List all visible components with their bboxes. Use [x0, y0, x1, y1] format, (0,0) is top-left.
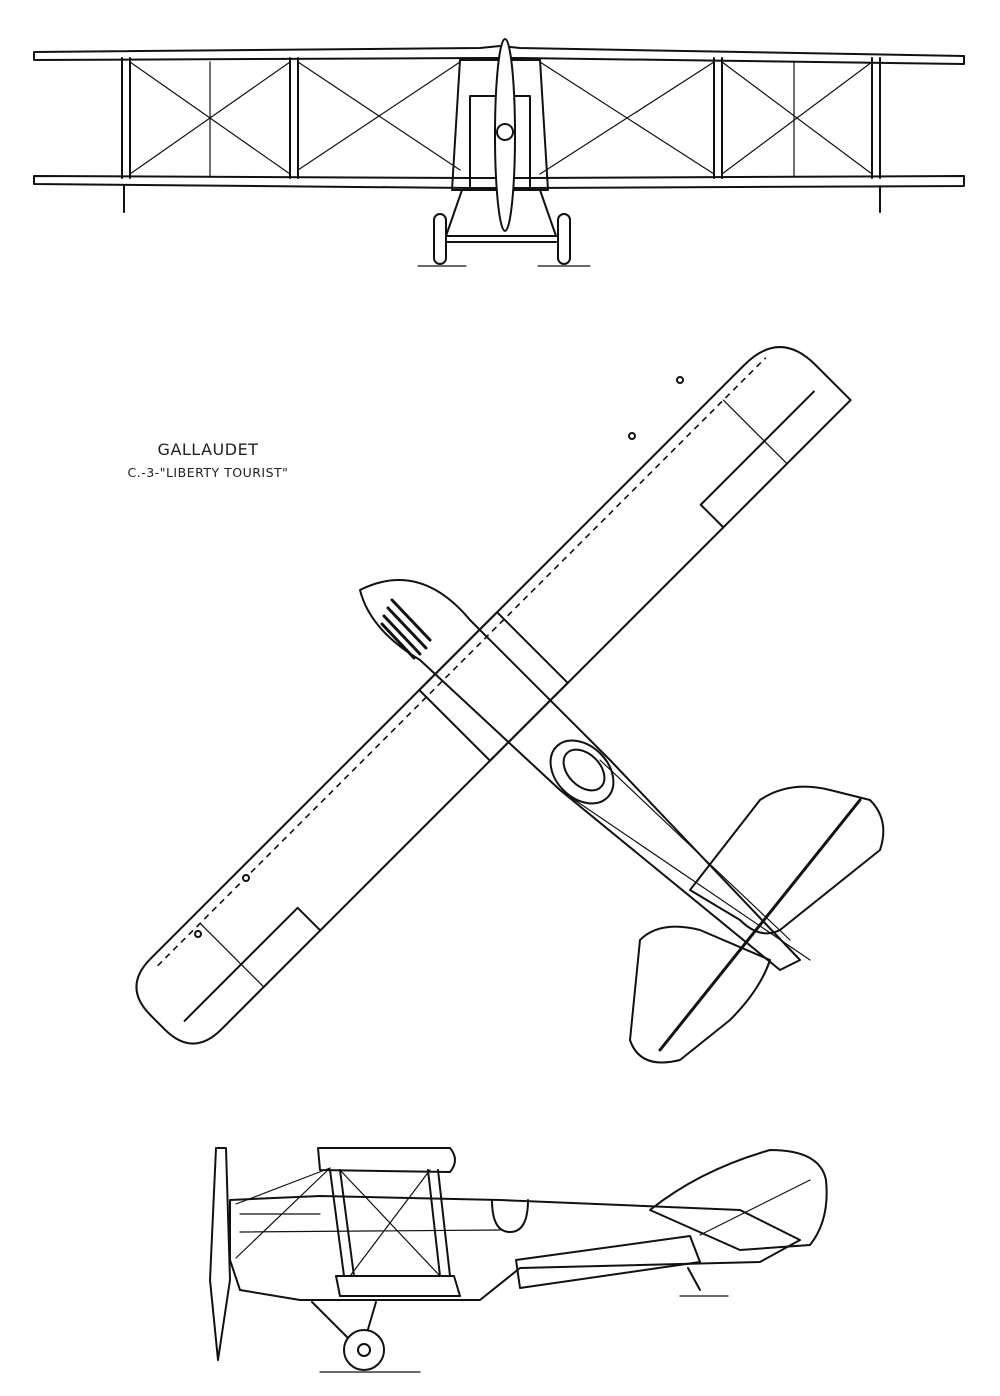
drawing-title-block: GALLAUDET C.-3-"LIBERTY TOURIST"	[108, 440, 308, 480]
plan-wing	[135, 346, 852, 1045]
front-bracing-wires	[129, 61, 873, 177]
plan-wing-group	[135, 346, 852, 1045]
plan-center-section	[418, 611, 569, 762]
front-fuselage	[451, 59, 549, 191]
side-landing-gear	[311, 1301, 421, 1373]
plan-strut-points	[194, 376, 684, 938]
side-lower-wing	[335, 1275, 461, 1297]
drawing-subtitle: C.-3-"LIBERTY TOURIST"	[127, 465, 289, 480]
plan-engine-louvres	[380, 598, 432, 660]
plan-aileron-left	[183, 906, 322, 1022]
side-stabilizer	[515, 1235, 701, 1289]
front-struts	[121, 57, 881, 179]
plan-cockpit	[549, 739, 615, 805]
side-tail-fin	[649, 1149, 828, 1251]
front-landing-gear	[433, 189, 571, 265]
side-upper-wing	[317, 1147, 456, 1173]
front-lower-wing	[33, 175, 965, 189]
side-cockpit	[491, 1199, 529, 1233]
side-fuselage	[229, 1195, 801, 1301]
plan-tailplane	[559, 759, 885, 1064]
plan-aileron-right	[699, 390, 815, 529]
side-propeller	[209, 1147, 231, 1361]
front-upper-wing	[33, 45, 965, 65]
drawing-title: GALLAUDET	[157, 440, 259, 459]
side-struts	[235, 1167, 451, 1277]
